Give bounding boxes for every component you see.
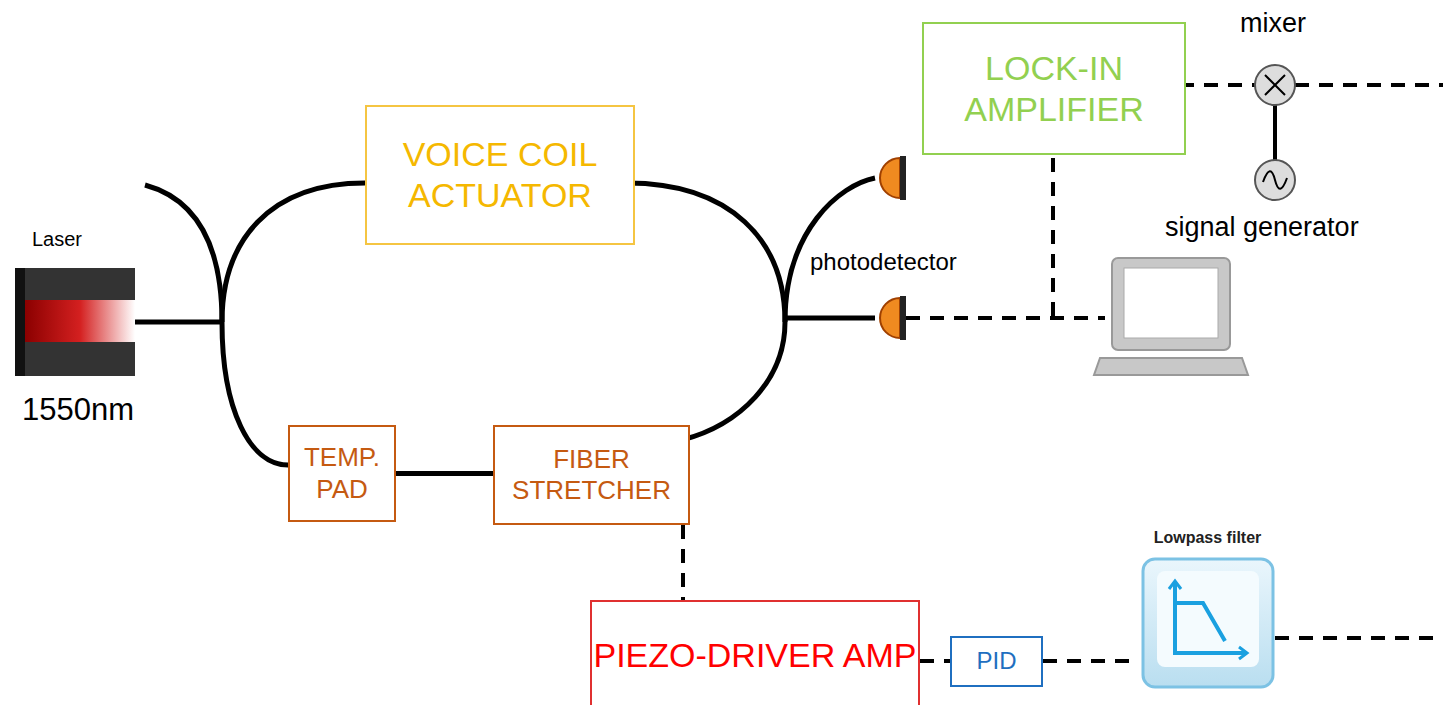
piezo-driver-box: PIEZO-DRIVER AMP xyxy=(590,600,920,705)
signal-wire xyxy=(683,525,684,600)
actuator-box: VOICE COIL ACTUATOR xyxy=(365,105,635,245)
computer-symbol xyxy=(1094,258,1248,375)
box-label: PID xyxy=(976,647,1016,676)
box-label: TEMP. PAD xyxy=(290,442,394,504)
box-label: LOCK-IN AMPLIFIER xyxy=(924,48,1184,130)
box-label: FIBER STRETCHER xyxy=(495,444,688,506)
lowpass-filter-icon: Lowpass filter xyxy=(1130,528,1285,700)
wavelength-label: 1550nm xyxy=(22,392,134,428)
pid-box: PID xyxy=(950,636,1043,687)
lock-in-box: LOCK-IN AMPLIFIER xyxy=(922,22,1186,155)
signal-wire xyxy=(920,661,950,662)
fiber-link xyxy=(396,473,493,474)
box-label: PIEZO-DRIVER AMP xyxy=(593,635,916,676)
photodetector-label: photodetector xyxy=(810,248,957,276)
signal-wire xyxy=(1043,661,1130,662)
mixer-wire xyxy=(1273,105,1277,160)
stretcher-box: FIBER STRETCHER xyxy=(493,425,690,525)
signal-wires xyxy=(906,85,1443,638)
mixer-label: mixer xyxy=(1240,8,1306,39)
generator-label: signal generator xyxy=(1165,212,1359,243)
box-label: VOICE COIL ACTUATOR xyxy=(367,134,633,216)
laser-symbol xyxy=(15,268,135,376)
mixer-symbol xyxy=(1255,65,1295,105)
filter-heading: Lowpass filter xyxy=(1154,528,1262,547)
signal-generator-symbol xyxy=(1255,160,1295,200)
laser-label: Laser xyxy=(32,228,82,251)
temp-pad-box: TEMP. PAD xyxy=(288,425,396,522)
filter-icon xyxy=(1141,557,1275,689)
